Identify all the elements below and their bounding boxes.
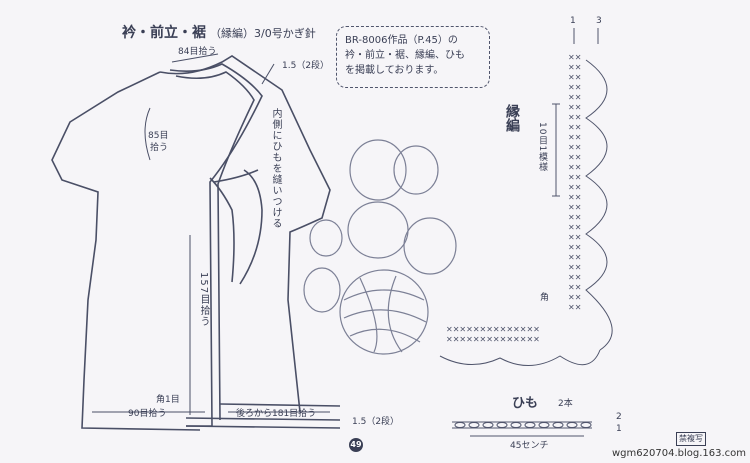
edging-marker-1: 1 [570,16,576,26]
cord-title: ひも [512,396,539,411]
cord-length: 45センチ [510,441,549,451]
watermark: wgm620704.blog.163.com [612,448,747,459]
svg-text:✕✕: ✕✕ [568,123,581,132]
svg-text:✕✕: ✕✕ [568,203,581,212]
cord-marker-1: 1 [616,424,622,434]
svg-text:✕✕: ✕✕ [568,143,581,152]
yarn-cactus-decoration [303,139,457,355]
edging-corner-label: 角 [540,293,550,303]
svg-text:✕✕: ✕✕ [568,133,581,142]
cord-count: 2本 [558,399,573,409]
edging-chart [439,28,613,367]
svg-text:✕✕: ✕✕ [568,263,581,272]
svg-text:✕✕: ✕✕ [568,93,581,102]
svg-text:✕✕: ✕✕ [568,103,581,112]
svg-text:✕✕✕✕✕✕✕✕✕✕✕✕✕✕: ✕✕✕✕✕✕✕✕✕✕✕✕✕✕ [446,335,540,344]
svg-text:✕✕: ✕✕ [568,273,581,282]
edging-marker-3: 3 [596,16,602,26]
edging-title: 縁編 [504,104,520,132]
bottom-rows-label: 1.5（2段） [352,417,400,427]
svg-text:✕✕: ✕✕ [568,223,581,232]
svg-text:✕✕: ✕✕ [568,293,581,302]
garment-outline [51,55,341,431]
svg-text:✕✕: ✕✕ [568,233,581,242]
side-pickup-num: 85目 [148,131,169,141]
svg-text:✕✕: ✕✕ [568,53,581,62]
note-box: BR-8006作品（P.45）の 衿・前立・裾、縁編、ひも を掲載しております。 [336,26,490,88]
cord-marker-2: 2 [616,412,622,422]
svg-text:✕✕: ✕✕ [568,63,581,72]
inner-tie-label: 内側にひもを縫いつける [270,108,281,229]
edging-bracket [470,103,584,437]
svg-text:✕✕: ✕✕ [568,83,581,92]
side-pickup-label: 拾う [150,143,169,153]
svg-text:✕✕: ✕✕ [568,73,581,82]
note-line-3: を掲載しております。 [345,65,444,76]
corner-label: 角1目 [156,395,180,405]
top-rows-label: 1.5（2段） [282,61,330,71]
svg-text:✕✕: ✕✕ [568,303,581,312]
note-line-2: 衿・前立・裾、縁編、ひも [345,50,465,61]
front-pickup-label: 157目拾う [198,272,209,328]
svg-text:✕✕: ✕✕ [568,243,581,252]
svg-text:✕✕✕✕✕✕✕✕✕✕✕✕✕✕: ✕✕✕✕✕✕✕✕✕✕✕✕✕✕ [446,325,540,334]
edging-repeat-label: 10目1模様 [537,122,547,173]
note-line-1: BR-8006作品（P.45）の [345,35,458,46]
page-title: 衿・前立・裾 （縁編）3/0号かぎ針 [122,22,316,42]
svg-text:✕✕: ✕✕ [568,113,581,122]
title-sub: （縁編）3/0号かぎ針 [210,27,316,40]
svg-text:✕✕: ✕✕ [568,163,581,172]
svg-text:✕✕: ✕✕ [568,283,581,292]
edging-crosses: ✕✕✕✕✕✕ ✕✕✕✕✕✕ ✕✕✕✕✕✕ ✕✕✕✕✕✕ ✕✕✕✕✕✕ ✕✕✕✕✕… [446,53,581,344]
neck-pickup-label: 84目拾う [178,47,217,57]
svg-text:✕✕: ✕✕ [568,173,581,182]
copy-stamp: 禁複写 [676,432,706,446]
svg-text:✕✕: ✕✕ [568,193,581,202]
svg-text:✕✕: ✕✕ [568,183,581,192]
page-number: 49 [349,438,363,452]
cord-chain [452,421,592,429]
svg-text:✕✕: ✕✕ [568,153,581,162]
svg-text:✕✕: ✕✕ [568,213,581,222]
title-main: 衿・前立・裾 [122,25,206,41]
svg-text:✕✕: ✕✕ [568,253,581,262]
hem-pickup-label: 90目拾う [128,409,167,419]
back-pickup-label: 後ろから181目拾う [236,409,317,419]
dimension-lines [92,53,330,415]
